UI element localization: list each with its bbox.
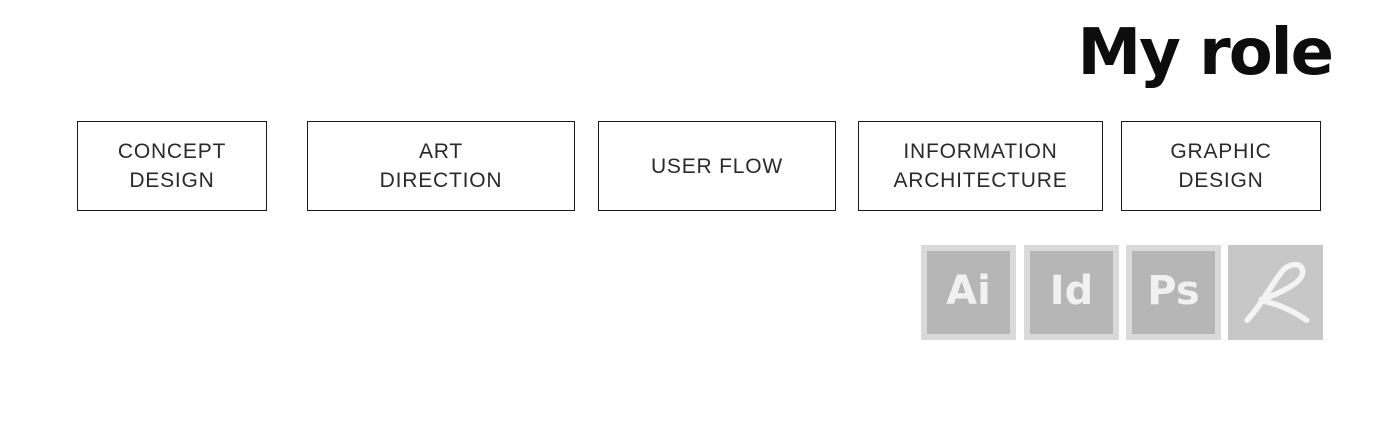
role-label-line: ART: [418, 140, 464, 163]
role-label-line: DESIGN: [129, 169, 215, 192]
role-label-line: DIRECTION: [379, 169, 503, 192]
adobe-indesign-icon: Id: [1024, 245, 1119, 340]
role-box-art-direction: ART DIRECTION: [307, 121, 575, 211]
role-box-user-flow: USER FLOW: [598, 121, 836, 211]
role-label-line: ARCHITECTURE: [893, 169, 1068, 192]
illustrator-abbr-label: Ai: [946, 267, 991, 314]
adobe-photoshop-icon: Ps: [1126, 245, 1221, 340]
role-box-concept-design: CONCEPT DESIGN: [77, 121, 267, 211]
acrobat-swirl-glyph: [1243, 261, 1309, 323]
role-label-line: USER FLOW: [650, 154, 784, 178]
photoshop-abbr-label: Ps: [1147, 267, 1200, 314]
role-box-graphic-design: GRAPHIC DESIGN: [1121, 121, 1321, 211]
role-box-information-architecture: INFORMATION ARCHITECTURE: [858, 121, 1103, 211]
indesign-abbr-label: Id: [1049, 267, 1094, 314]
adobe-acrobat-icon: [1228, 245, 1323, 340]
adobe-illustrator-icon: Ai: [921, 245, 1016, 340]
role-label-line: DESIGN: [1178, 169, 1264, 192]
role-label-line: CONCEPT: [117, 140, 227, 163]
page-title: My role: [1077, 16, 1334, 90]
role-label-line: GRAPHIC: [1170, 140, 1272, 163]
role-label-line: INFORMATION: [903, 140, 1058, 163]
